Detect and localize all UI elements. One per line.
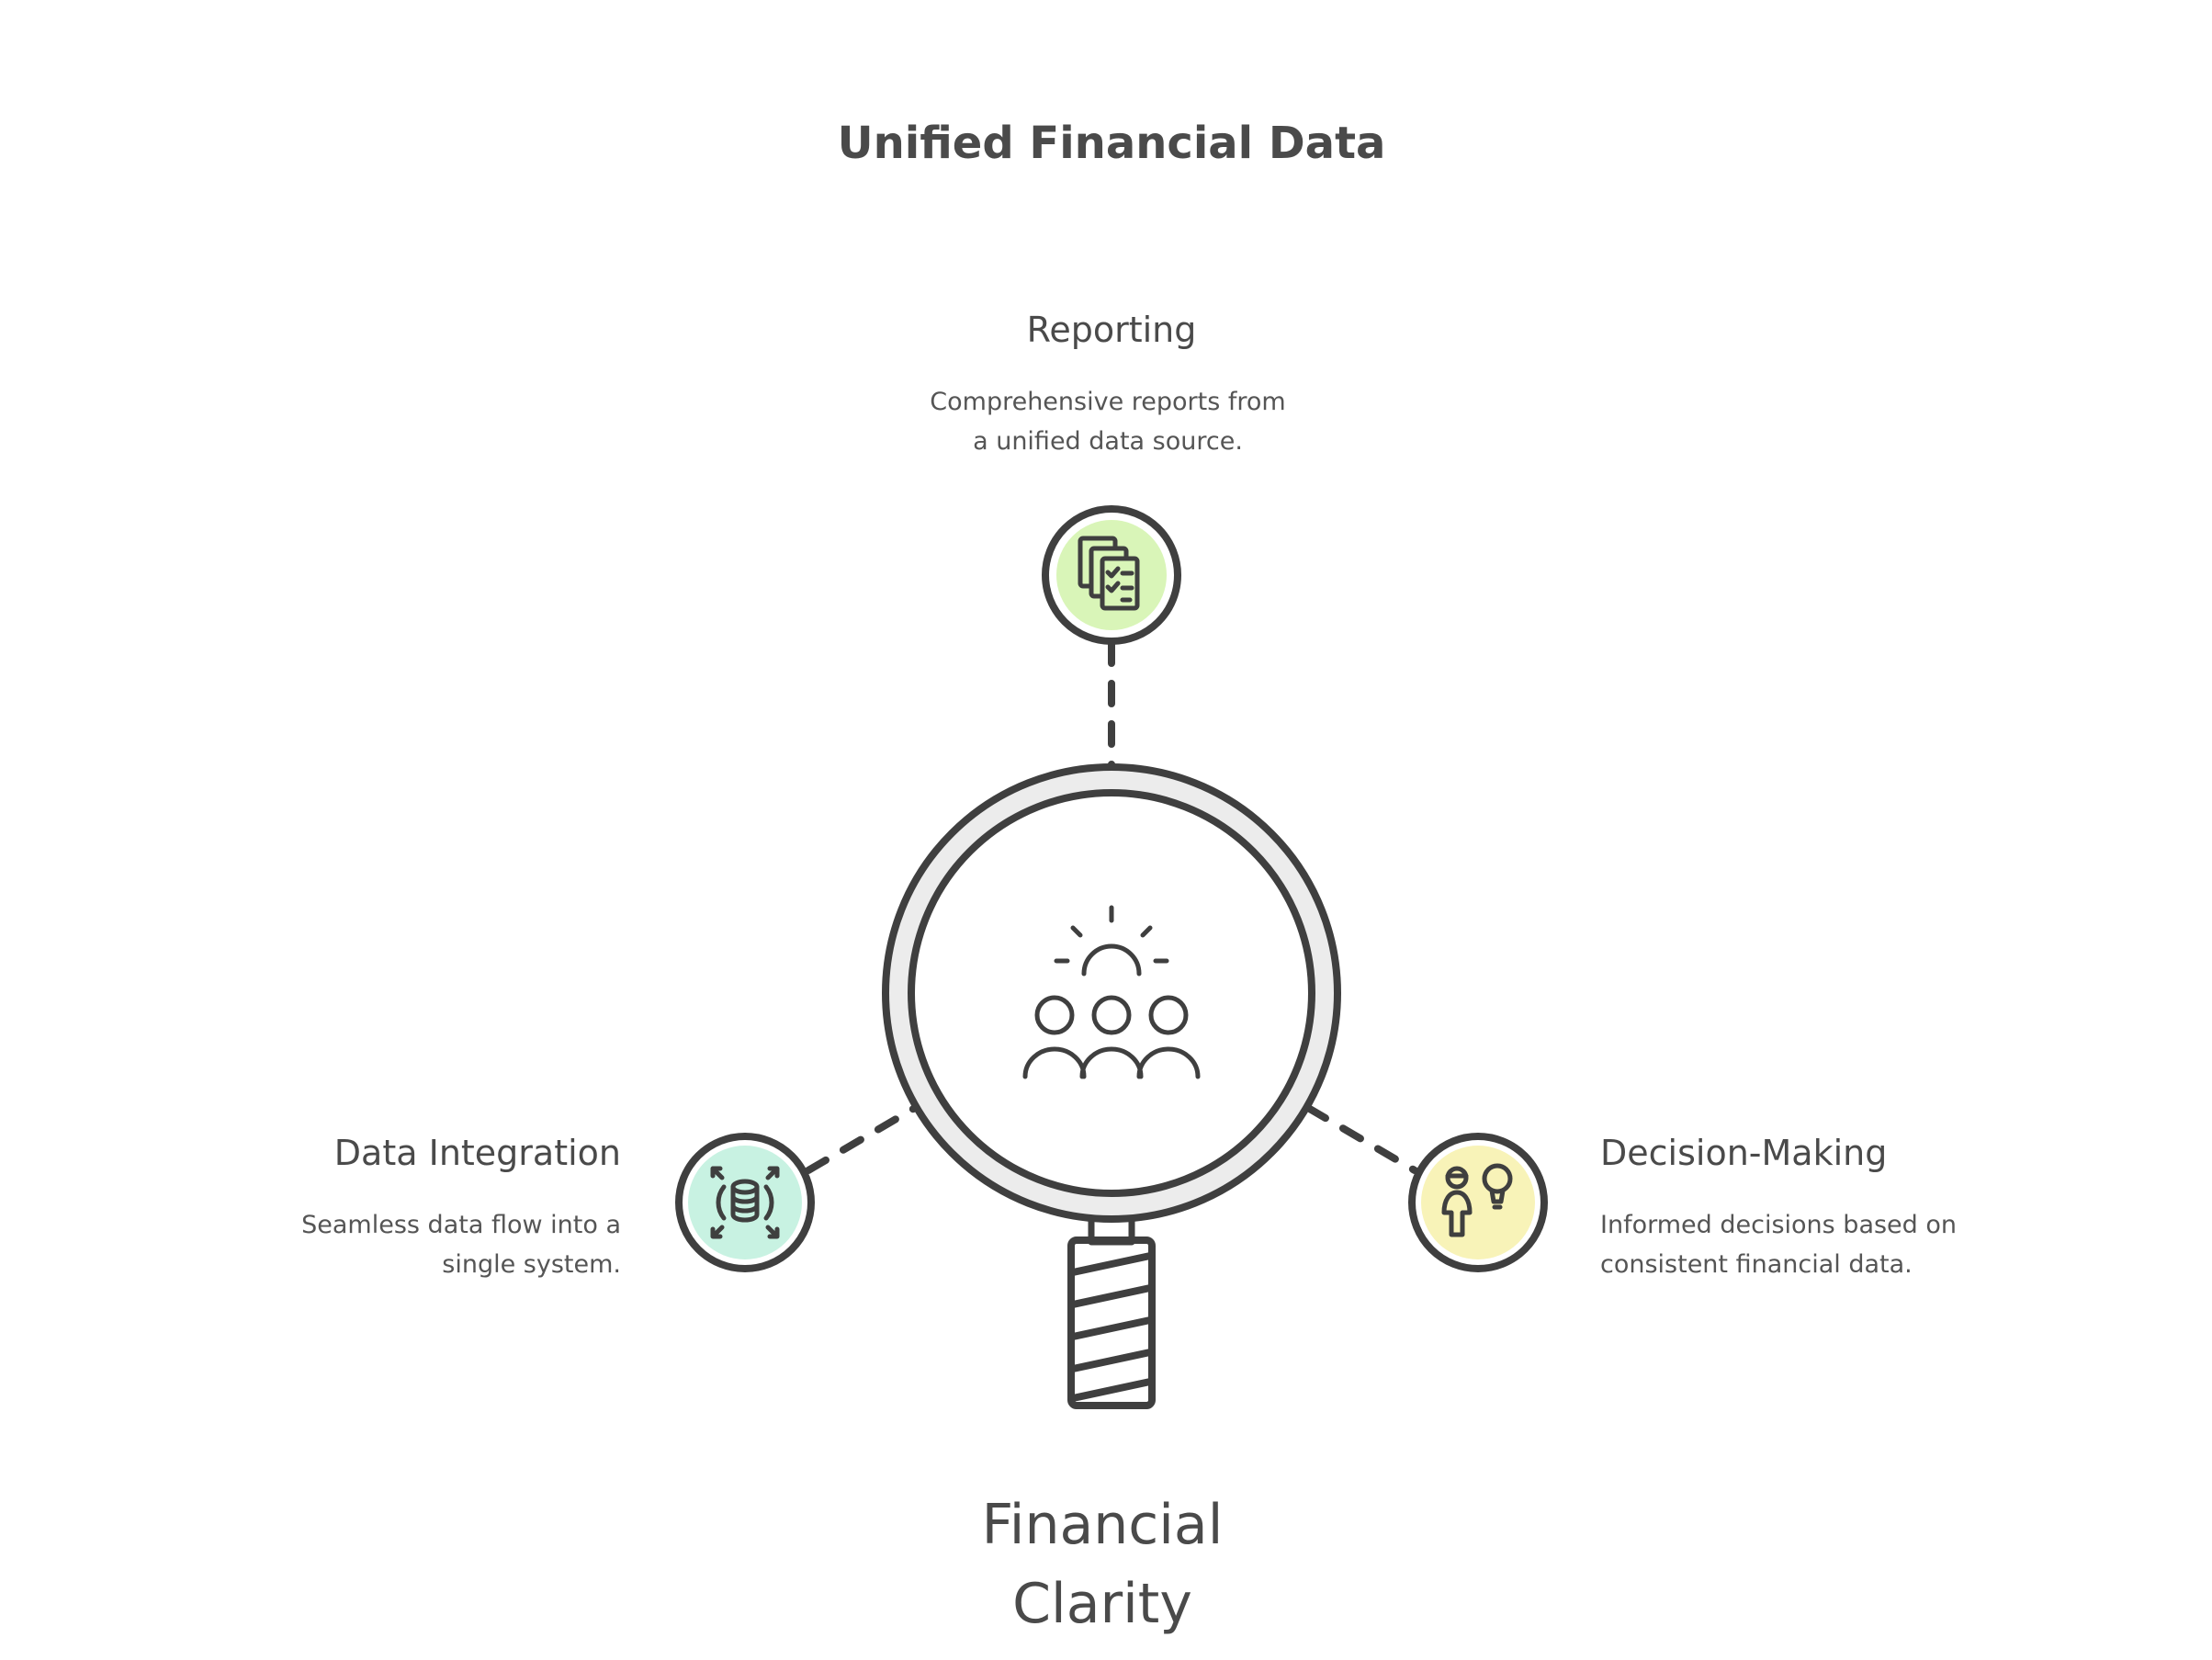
diagram-title: Unified Financial Data bbox=[838, 118, 1386, 169]
node-data-integration: Data Integration Seamless data flow into… bbox=[301, 1104, 919, 1279]
decision-circle-fill bbox=[1421, 1146, 1535, 1259]
person-lightbulb-icon bbox=[1441, 1163, 1513, 1237]
integration-desc-line2: single system. bbox=[442, 1250, 621, 1279]
node-decision-making: Decision-Making Informed decisions based… bbox=[1304, 1104, 1957, 1279]
reporting-heading: Reporting bbox=[1027, 310, 1197, 350]
decision-connector bbox=[1304, 1104, 1418, 1174]
lens-rim bbox=[886, 767, 1337, 1219]
checklist-documents-icon bbox=[1078, 536, 1140, 611]
people-idea-icon bbox=[1022, 905, 1201, 1079]
database-arrows-icon bbox=[710, 1166, 780, 1239]
decision-heading: Decision-Making bbox=[1600, 1133, 1887, 1173]
lens-outer bbox=[882, 763, 1341, 1223]
decision-circle bbox=[1408, 1133, 1548, 1272]
integration-desc-line1: Seamless data flow into a bbox=[301, 1211, 621, 1239]
handle-grip-lines bbox=[1069, 1252, 1154, 1402]
magnifying-glass bbox=[882, 763, 1341, 1409]
integration-connector bbox=[805, 1104, 919, 1174]
integration-heading: Data Integration bbox=[334, 1133, 621, 1173]
center-label-line1: Financial bbox=[982, 1493, 1224, 1557]
reporting-desc-line2: a unified data source. bbox=[973, 427, 1243, 456]
integration-circle bbox=[675, 1133, 815, 1272]
lens-inner bbox=[908, 789, 1315, 1197]
reporting-desc-line1: Comprehensive reports from bbox=[930, 388, 1285, 416]
node-reporting: Reporting Comprehensive reports from a u… bbox=[930, 310, 1286, 772]
decision-desc-line1: Informed decisions based on bbox=[1600, 1211, 1957, 1239]
decision-desc-line2: consistent financial data. bbox=[1600, 1250, 1913, 1279]
center-label-line2: Clarity bbox=[1012, 1572, 1192, 1636]
